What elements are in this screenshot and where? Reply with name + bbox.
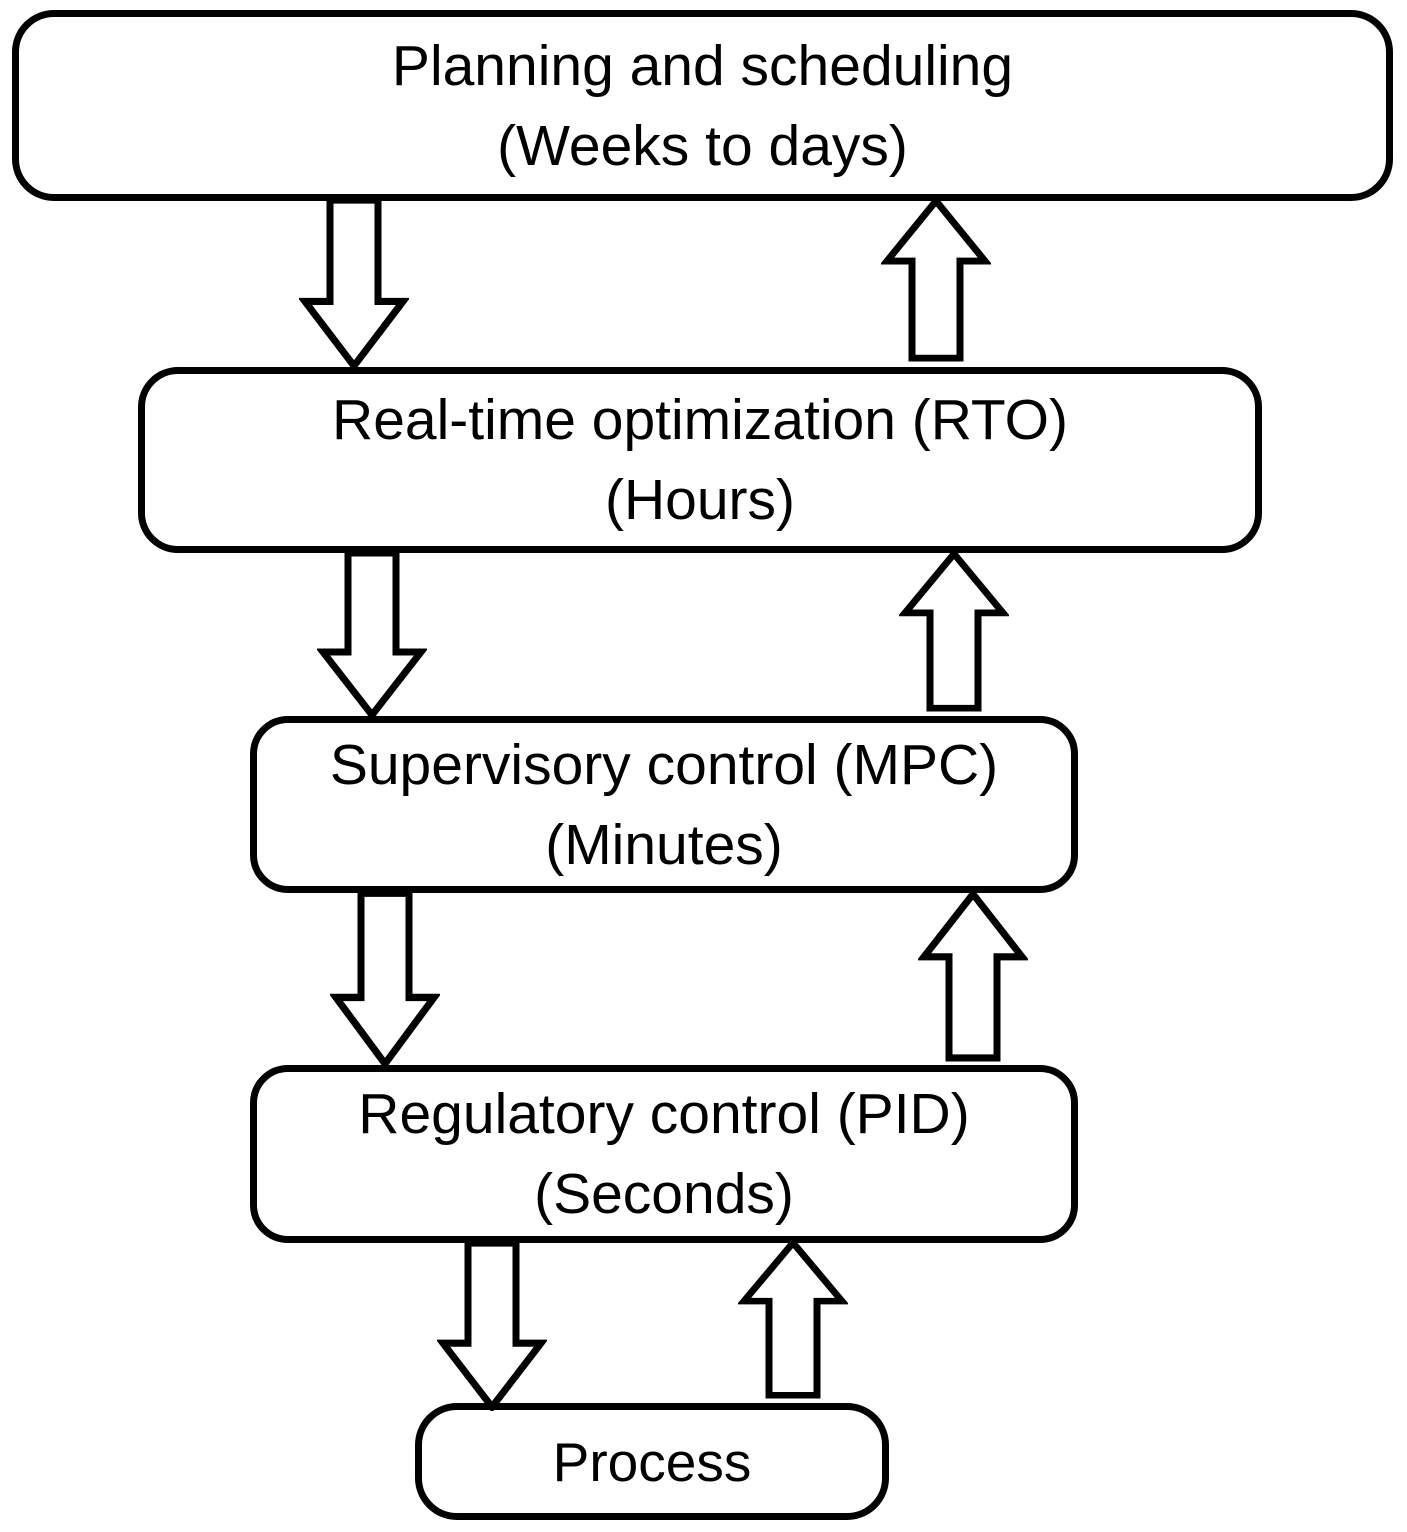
up-arrow-icon xyxy=(738,1239,848,1399)
box-title: Supervisory control (MPC) xyxy=(329,732,999,797)
box-title: Process xyxy=(552,1430,752,1493)
box-regulatory-control: Regulatory control (PID) (Seconds) xyxy=(250,1065,1078,1243)
down-arrow-icon xyxy=(330,889,440,1068)
box-title: Planning and scheduling xyxy=(391,33,1014,98)
box-title: Regulatory control (PID) xyxy=(358,1082,970,1146)
down-arrow-icon xyxy=(299,196,409,370)
box-subtitle: (Seconds) xyxy=(534,1162,794,1226)
up-arrow-icon xyxy=(899,550,1009,712)
box-process: Process xyxy=(415,1403,889,1520)
down-arrow-icon xyxy=(317,549,427,719)
up-arrow-icon xyxy=(918,890,1028,1062)
box-subtitle: (Hours) xyxy=(604,468,795,532)
up-arrow-icon xyxy=(881,197,991,362)
box-subtitle: (Weeks to days) xyxy=(497,113,908,178)
box-subtitle: (Minutes) xyxy=(545,812,783,877)
box-planning-and-scheduling: Planning and scheduling (Weeks to days) xyxy=(12,10,1393,201)
down-arrow-icon xyxy=(437,1239,547,1411)
box-supervisory-control: Supervisory control (MPC) (Minutes) xyxy=(250,716,1078,893)
box-real-time-optimization: Real-time optimization (RTO) (Hours) xyxy=(138,367,1262,553)
box-title: Real-time optimization (RTO) xyxy=(332,388,1068,452)
